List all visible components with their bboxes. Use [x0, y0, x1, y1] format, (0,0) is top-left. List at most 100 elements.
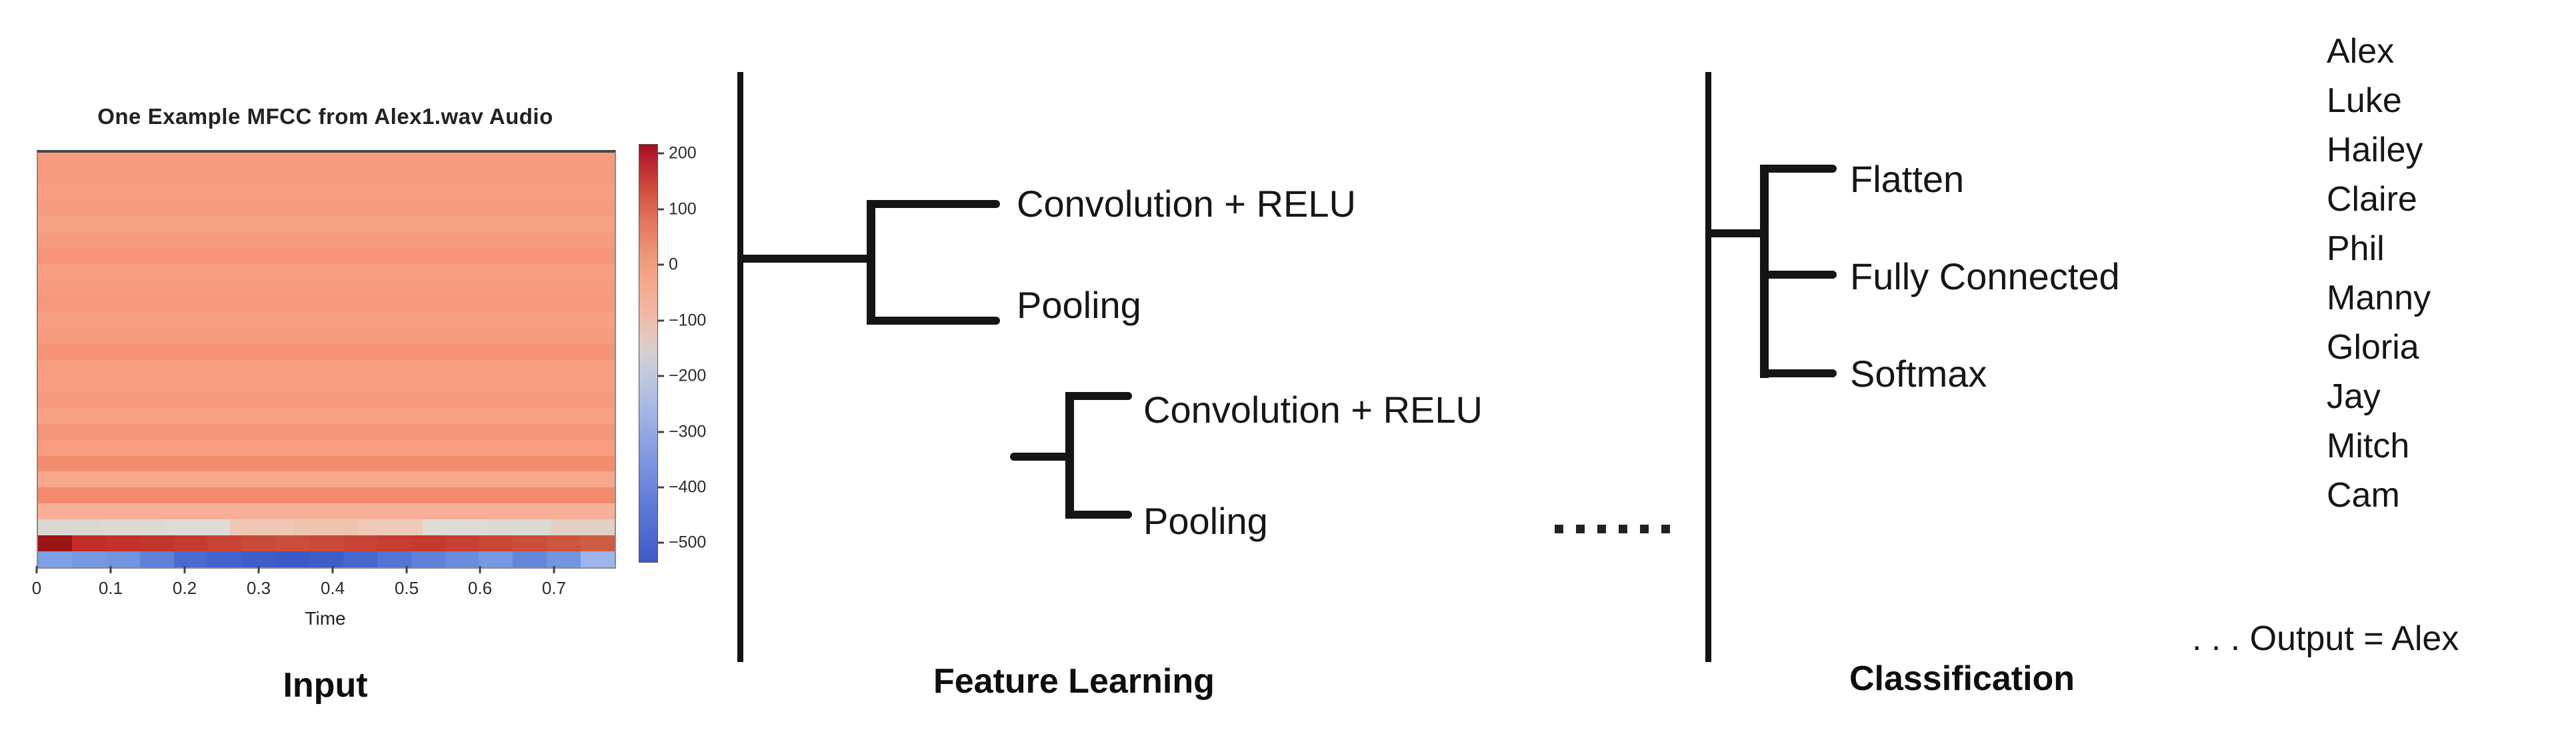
heatmap-row [38, 344, 615, 360]
class-name: Claire [2327, 180, 2417, 219]
x-tick-label: 0.6 [467, 578, 493, 598]
x-axis-label: Time [305, 608, 346, 629]
ellipsis-dot [1576, 525, 1585, 533]
tree-branch-fully-connected [1760, 271, 1837, 279]
ellipsis-dot [1619, 525, 1627, 533]
heatmap-cell [71, 551, 106, 567]
tree-branch-softmax [1760, 369, 1837, 377]
x-tick-mark [553, 566, 555, 573]
heatmap-cell [207, 535, 242, 552]
heatmap-cell [139, 535, 174, 552]
heatmap-row [38, 551, 615, 567]
heatmap-cell [513, 551, 547, 567]
heatmap-row [38, 280, 615, 297]
tree-branch-conv2 [1065, 392, 1132, 400]
heatmap-cell [38, 535, 72, 552]
class-name: Jay [2327, 377, 2381, 416]
class-name: Cam [2327, 476, 2400, 515]
heatmap-row [38, 375, 615, 392]
colorbar-tick-label: −500 [669, 533, 707, 552]
heatmap-cell [343, 535, 377, 552]
heatmap-row [38, 471, 615, 488]
colorbar-tick-label: 200 [669, 143, 697, 163]
ellipsis-dot [1640, 525, 1649, 533]
heatmap-row [38, 439, 615, 456]
x-tick-mark [35, 566, 38, 573]
conv-relu-2-label: Convolution + RELU [1143, 389, 1483, 431]
heatmap-cell [105, 535, 140, 552]
colorbar-tick-label: 0 [669, 255, 678, 274]
heatmap-cell [581, 535, 615, 552]
heatmap-cell [105, 551, 140, 567]
heatmap-row [38, 232, 615, 249]
colorbar-tick-mark [658, 375, 664, 377]
heatmap-cell [309, 551, 343, 567]
divider-featurelearning-classification [1705, 72, 1711, 662]
x-tick-label: 0.5 [394, 578, 419, 598]
pooling-2-label: Pooling [1143, 500, 1268, 542]
class-name: Gloria [2327, 328, 2419, 367]
tree-bracket-1 [867, 200, 875, 325]
heatmap-row [38, 153, 615, 169]
x-tick-label: 0.1 [98, 578, 123, 598]
class-name: Luke [2327, 81, 2402, 120]
heatmap-cell [411, 551, 445, 567]
tree-connector-stub-3 [1708, 229, 1769, 237]
x-tick-mark [479, 566, 481, 573]
heatmap-row [38, 487, 615, 504]
heatmap-row [38, 535, 615, 552]
heatmap-cell [241, 535, 276, 552]
heatmap-row [38, 312, 615, 329]
heatmap-cell [38, 551, 72, 567]
heatmap-row [38, 216, 615, 233]
heatmap-cell [479, 535, 513, 552]
heatmap-cell [513, 535, 547, 552]
tree-branch-pool1 [867, 317, 1000, 325]
heatmap-cell [139, 551, 174, 567]
heatmap-cell [547, 535, 581, 552]
colorbar-tick-mark [658, 431, 664, 433]
colorbar [639, 144, 658, 563]
colorbar-tick-mark [658, 152, 664, 155]
mfcc-plot-title: One Example MFCC from Alex1.wav Audio [97, 104, 553, 129]
x-tick-label: 0.7 [541, 578, 567, 598]
heatmap-cell [230, 519, 295, 536]
heatmap-cell [343, 551, 377, 567]
heatmap-row [38, 503, 615, 520]
heatmap-row [38, 184, 615, 201]
heatmap-row [38, 359, 615, 376]
ellipsis-dot [1597, 525, 1606, 533]
flatten-label: Flatten [1850, 158, 1965, 200]
classification-section-label: Classification [1849, 659, 2075, 698]
heatmap-cell [294, 519, 359, 536]
output-result-text: . . . Output = Alex [2192, 619, 2459, 658]
heatmap-cell [445, 535, 479, 552]
feature-learning-section-label: Feature Learning [933, 662, 1215, 701]
colorbar-tick-mark [658, 319, 664, 322]
softmax-label: Softmax [1850, 353, 1987, 395]
heatmap-cell [241, 551, 276, 567]
tree-branch-conv1 [867, 200, 1000, 208]
heatmap-row [38, 423, 615, 440]
ellipsis-dot [1555, 525, 1563, 533]
colorbar-tick-label: −400 [669, 477, 707, 497]
colorbar-tick-label: −100 [669, 311, 707, 330]
heatmap-row [38, 248, 615, 265]
class-name: Alex [2327, 32, 2395, 71]
heatmap-cell [550, 519, 615, 536]
heatmap-cell [377, 535, 411, 552]
heatmap-cell [358, 519, 423, 536]
colorbar-tick-label: −300 [669, 422, 707, 441]
heatmap-cell [166, 519, 231, 536]
conv-relu-1-label: Convolution + RELU [1017, 183, 1356, 225]
heatmap-row [38, 328, 615, 345]
ellipsis-dot [1661, 525, 1670, 533]
heatmap-row [38, 519, 615, 536]
heatmap-cell [173, 535, 208, 552]
tree-connector-stub-1 [740, 255, 875, 263]
heatmap-cell [102, 519, 167, 536]
